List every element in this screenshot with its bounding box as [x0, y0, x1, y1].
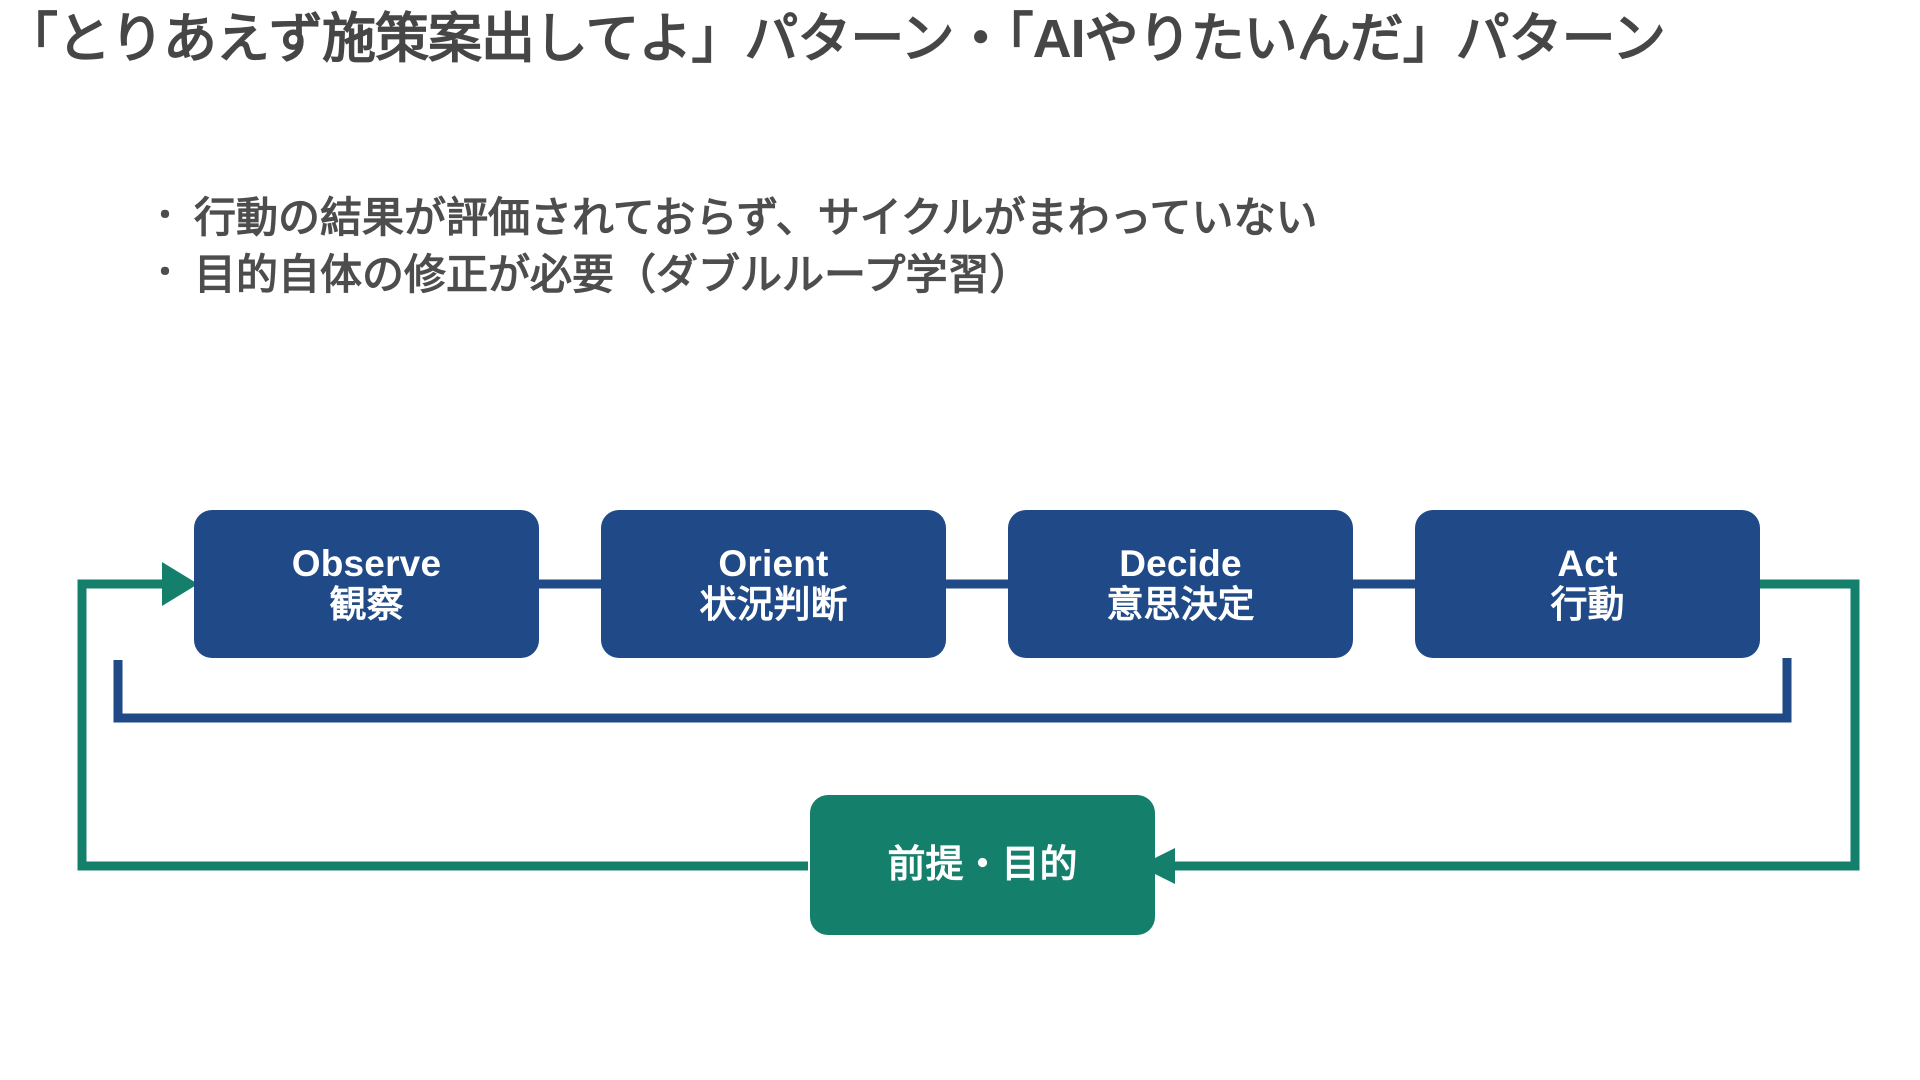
- bullet-marker-icon: ・: [148, 253, 182, 292]
- node-premise[interactable]: 前提・目的: [810, 795, 1155, 935]
- node-decide-en: Decide: [1119, 542, 1242, 584]
- node-orient-jp: 状況判断: [699, 584, 848, 625]
- bullet-text: 目的自体の修正が必要（ダブルループ学習）: [194, 250, 1032, 298]
- arrowhead-into-premise-icon: [1139, 848, 1175, 884]
- connector-act-to-observe-loop: [113, 658, 1792, 723]
- node-decide-jp: 意思決定: [1106, 584, 1255, 625]
- node-orient[interactable]: Orient 状況判断: [601, 510, 946, 658]
- list-item: ・ 行動の結果が評価されておらず、サイクルがまわっていない: [148, 190, 1848, 247]
- connector-premise-to-observe: [77, 579, 808, 871]
- bullet-list: ・ 行動の結果が評価されておらず、サイクルがまわっていない ・ 目的自体の修正が…: [148, 190, 1848, 303]
- node-observe-jp: 観察: [329, 584, 404, 625]
- bullet-marker-icon: ・: [148, 197, 182, 235]
- node-premise-label: 前提・目的: [887, 843, 1078, 886]
- arrowhead-into-observe-icon: [162, 562, 198, 606]
- node-decide[interactable]: Decide 意思決定: [1008, 510, 1353, 658]
- node-observe[interactable]: Observe 観察: [194, 510, 539, 658]
- connector-lines: [77, 562, 1860, 884]
- node-observe-en: Observe: [291, 542, 442, 584]
- ooda-loop-diagram: Observe 観察 Orient 状況判断 Decide 意思決定 Act 行…: [0, 400, 1920, 960]
- node-act-en: Act: [1557, 542, 1618, 584]
- page-title: 「とりあえず施策案出してよ」パターン・「AIやりたいんだ」パターン: [4, 9, 1666, 69]
- bullet-text: 行動の結果が評価されておらず、サイクルがまわっていない: [194, 194, 1318, 241]
- list-item: ・ 目的自体の修正が必要（ダブルループ学習）: [148, 247, 1848, 304]
- node-orient-en: Orient: [718, 542, 829, 584]
- node-act[interactable]: Act 行動: [1415, 510, 1760, 658]
- node-act-jp: 行動: [1550, 584, 1625, 625]
- connector-act-to-premise: [1175, 579, 1860, 871]
